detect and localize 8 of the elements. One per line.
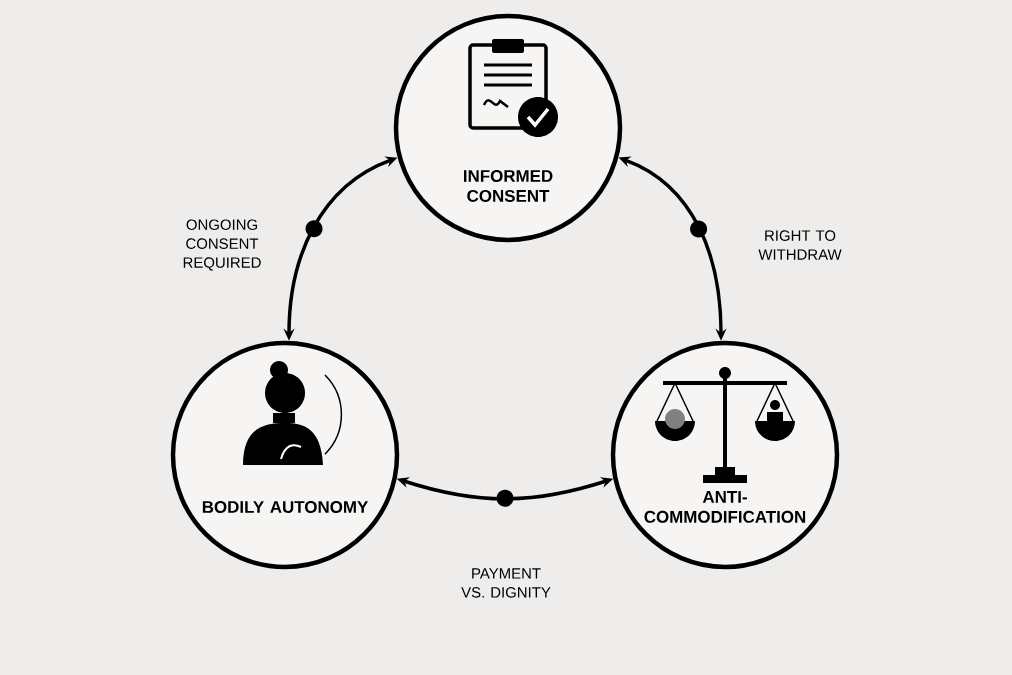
- edge-label: RIGHT TO WITHDRAW: [758, 230, 842, 260]
- edge-label: PAYMENT VS. DIGNITY: [461, 568, 551, 598]
- concept-circle: [610, 340, 840, 570]
- concept-title: ANTI- COMMODIFICATION: [644, 491, 806, 523]
- edge-label: ONGOING CONSENT REQUIRED: [183, 219, 261, 271]
- concept-title: INFORMED CONSENT: [464, 170, 553, 202]
- concept-title: BODILY AUTONOMY: [202, 501, 369, 513]
- concept-circle: [393, 13, 623, 243]
